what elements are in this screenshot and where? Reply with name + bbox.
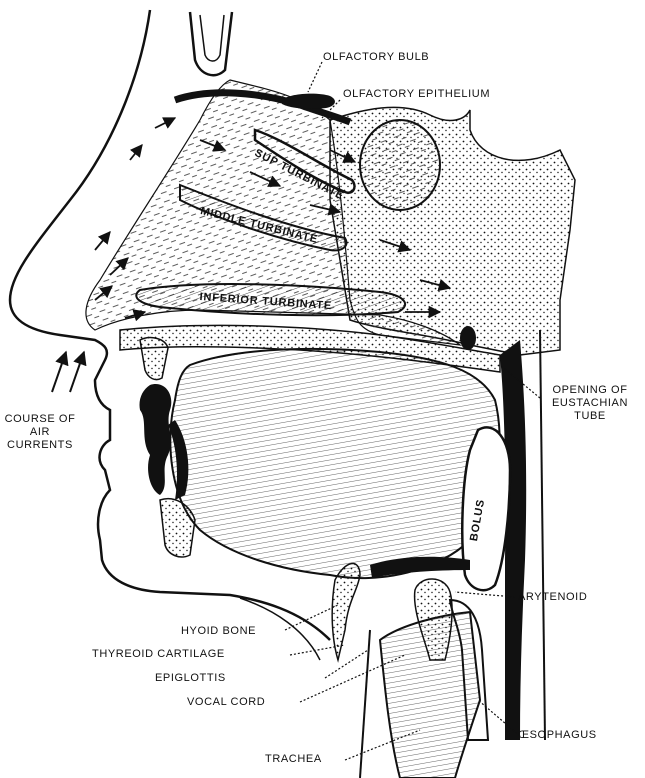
tongue	[170, 349, 499, 578]
label-arytenoid: ARYTENOID	[518, 591, 587, 604]
label-trachea: TRACHEA	[265, 753, 322, 766]
course-line-3: CURRENTS	[4, 439, 76, 452]
olfactory-bulb-shape	[282, 94, 335, 109]
label-hyoid-bone: HYOID BONE	[181, 625, 256, 638]
opening-line-3: TUBE	[540, 410, 640, 423]
lips-opening	[139, 384, 171, 495]
course-line-2: AIR	[4, 426, 76, 439]
upper-tooth	[140, 338, 168, 380]
label-olfactory-epithelium: OLFACTORY EPITHELIUM	[343, 88, 490, 101]
label-oesophagus: ŒSOPHAGUS	[518, 729, 597, 742]
epiglottis-shape	[332, 564, 360, 660]
label-vocal-cord: VOCAL CORD	[187, 696, 265, 709]
course-line-1: COURSE OF	[4, 413, 76, 426]
label-thyreoid-cartilage: THYREOID CARTILAGE	[92, 648, 225, 661]
sphenoid-sinus	[360, 120, 440, 210]
eustachian-opening	[460, 326, 476, 350]
external-air-arrows	[52, 352, 84, 392]
label-epiglottis: EPIGLOTTIS	[155, 672, 226, 685]
opening-line-1: OPENING OF	[540, 384, 640, 397]
opening-line-2: EUSTACHIAN	[540, 397, 640, 410]
label-course-of-air-currents: COURSE OF AIR CURRENTS	[4, 413, 76, 452]
label-opening-of-eustachian-tube: OPENING OF EUSTACHIAN TUBE	[540, 384, 640, 423]
label-olfactory-bulb: OLFACTORY BULB	[323, 51, 429, 64]
nasal-bone	[190, 12, 232, 75]
